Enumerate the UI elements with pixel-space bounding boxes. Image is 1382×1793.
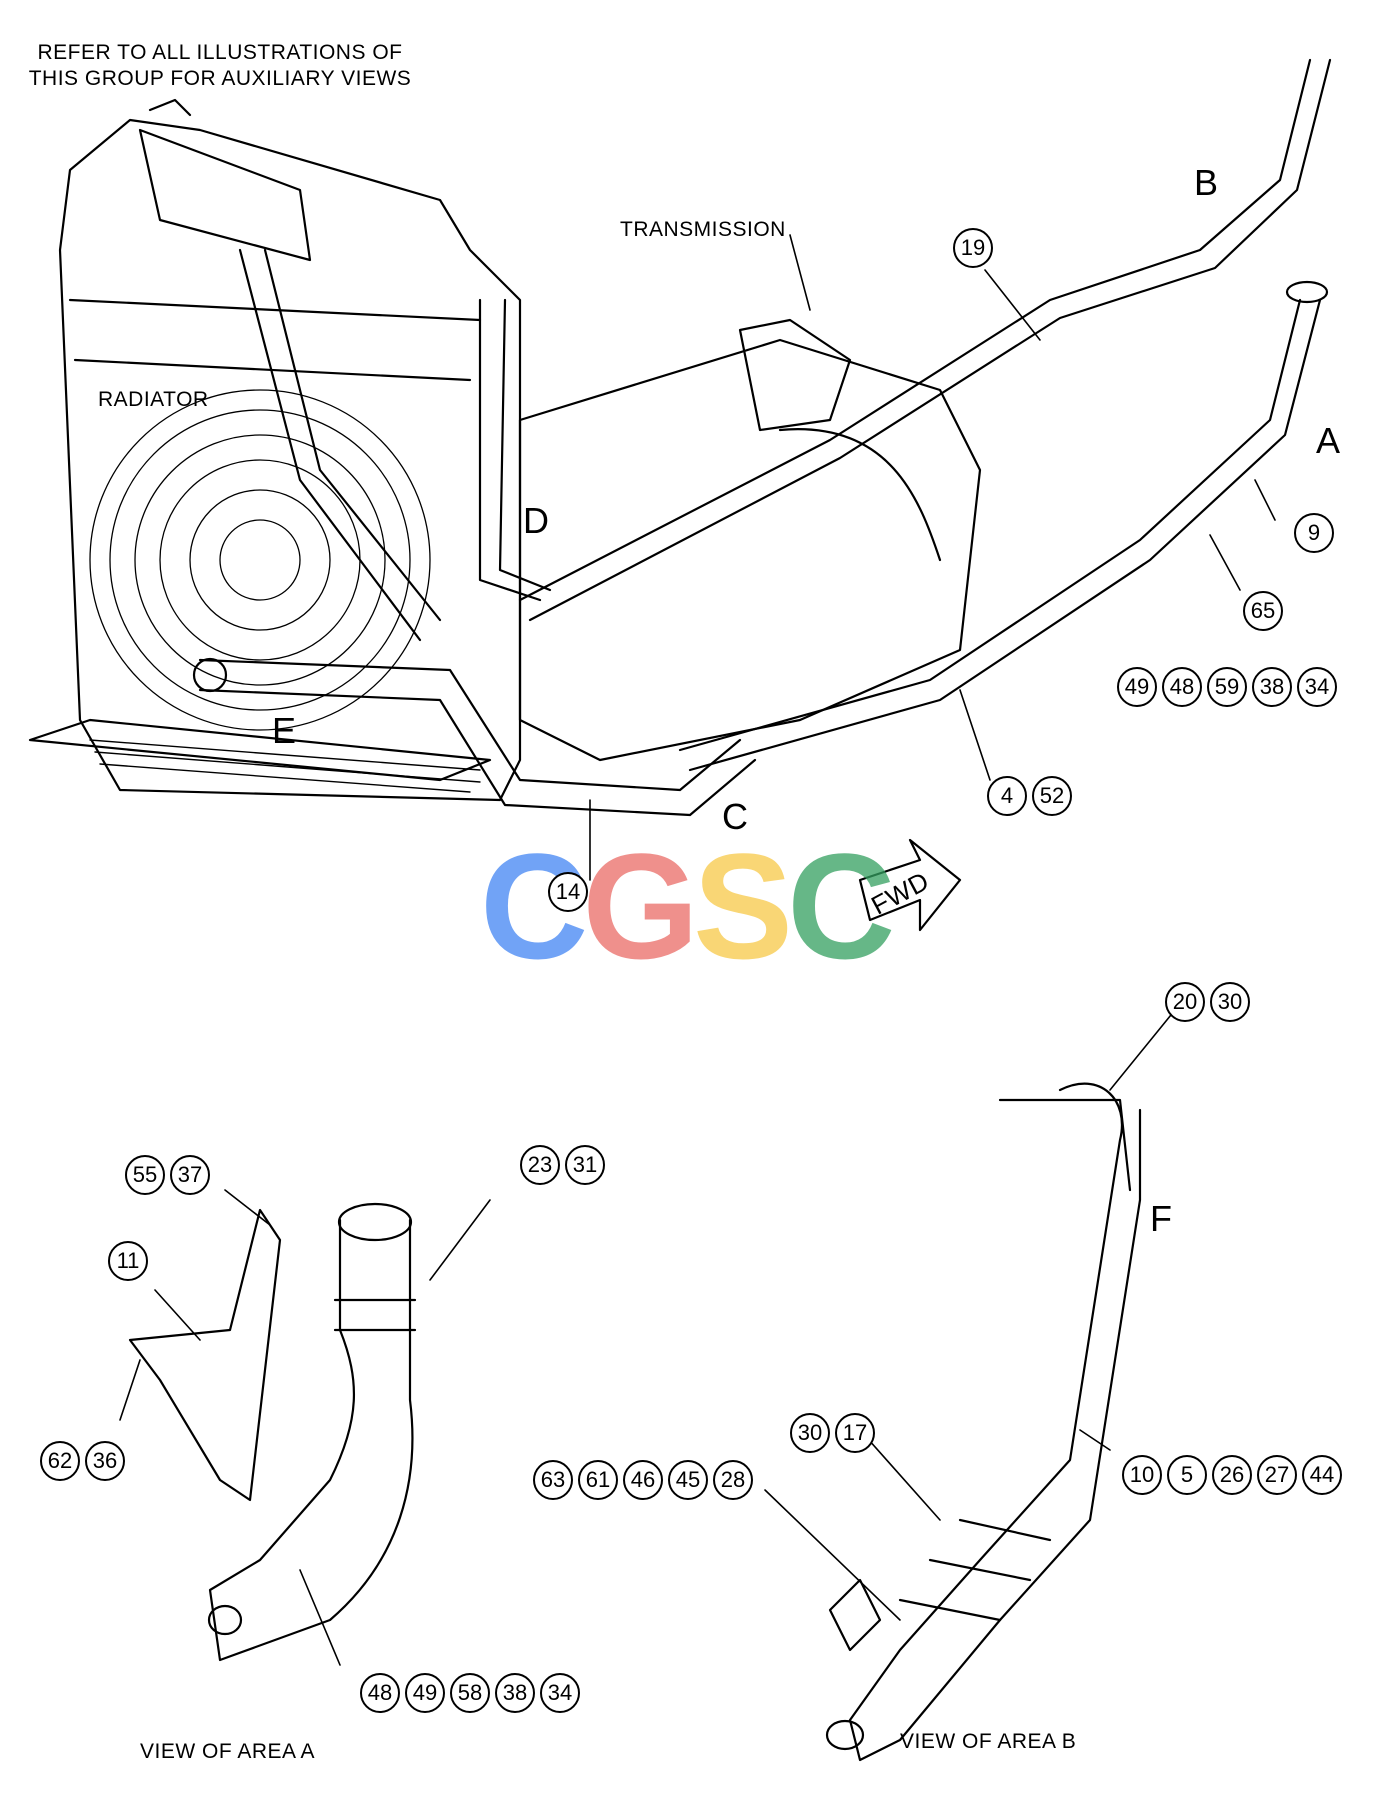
callout: 30 [1210,982,1250,1022]
area-letter-a: A [1316,420,1341,461]
callout: 31 [565,1145,605,1185]
hose-14 [198,658,742,792]
callout-19: 19 [953,228,993,268]
callout-group-8: 10 5 26 27 44 [1122,1455,1342,1495]
callout: 62 [40,1441,80,1481]
callout: 34 [1297,667,1337,707]
fwd-arrow [858,838,962,932]
callout-group-2: 4 52 [987,776,1072,816]
area-letter-e: E [272,710,297,751]
callout: 48 [360,1673,400,1713]
note-line: THIS GROUP FOR AUXILIARY VIEWS [28,67,412,90]
callout: 20 [1165,982,1205,1022]
hose-d [478,298,552,602]
callout: 23 [520,1145,560,1185]
callout-group-9: 63 61 46 45 28 [533,1460,753,1500]
callout-65: 65 [1243,591,1283,631]
hose-19 [518,58,1312,602]
callout: 26 [1212,1455,1252,1495]
transmission-body [518,338,982,762]
area-b-pipe [848,1082,1142,1762]
watermark-letter: G [582,822,699,990]
callout-group-10: 48 49 58 38 34 [360,1673,580,1713]
callout: 58 [450,1673,490,1713]
callout: 52 [1032,776,1072,816]
area-letter-b: B [1194,162,1219,203]
callout: 34 [540,1673,580,1713]
callout: 45 [668,1460,708,1500]
callout: 38 [1252,667,1292,707]
callout-14: 14 [548,872,588,912]
callout: 28 [713,1460,753,1500]
callout: 49 [1117,667,1157,707]
callout: 49 [405,1673,445,1713]
callout: 48 [1162,667,1202,707]
hose-9 [678,298,1302,752]
reference-note: REFER TO ALL ILLUSTRATIONS OF THIS GROUP… [20,40,420,92]
callout: 37 [170,1155,210,1195]
callout: 61 [578,1460,618,1500]
radiator-housing [58,118,522,802]
callout: 17 [835,1413,875,1453]
area-letter-d: D [523,500,549,541]
callout: 59 [1207,667,1247,707]
callout-group-7: 30 17 [790,1413,875,1453]
callout: 36 [85,1441,125,1481]
area-letter-c: C [722,796,748,837]
radiator-grille [89,739,481,793]
area-a-bracket [128,1208,282,1502]
callout-9: 9 [1294,513,1334,553]
callout: 46 [623,1460,663,1500]
view-label-area-b: VIEW OF AREA B [900,1730,1077,1753]
watermark-letter: S [693,822,793,990]
callout: 27 [1257,1455,1297,1495]
callout: 44 [1302,1455,1342,1495]
callout-group-1: 49 48 59 38 34 [1117,667,1337,707]
area-letter-f: F [1150,1198,1172,1239]
note-line: REFER TO ALL ILLUSTRATIONS OF [37,41,403,64]
callout: 4 [987,776,1027,816]
area-a-pipe [208,1218,414,1662]
expansion-tank [138,98,312,262]
callout: 5 [1167,1455,1207,1495]
callout-11: 11 [108,1241,148,1281]
callout: 38 [495,1673,535,1713]
view-label-area-a: VIEW OF AREA A [140,1740,316,1763]
callout: 30 [790,1413,830,1453]
label-transmission: TRANSMISSION [620,218,786,241]
radiator-fan [89,389,431,731]
area-b-clamp [828,1578,882,1652]
callout: 55 [125,1155,165,1195]
label-radiator: RADIATOR [98,388,209,411]
callout-group-6: 62 36 [40,1441,125,1481]
callout-group-5: 23 31 [520,1145,605,1185]
watermark-logo: CGSC [480,820,895,993]
callout-group-3: 20 30 [1165,982,1250,1022]
callout-group-4: 55 37 [125,1155,210,1195]
watermark-letter: C [787,822,895,990]
callout: 63 [533,1460,573,1500]
callout: 10 [1122,1455,1162,1495]
